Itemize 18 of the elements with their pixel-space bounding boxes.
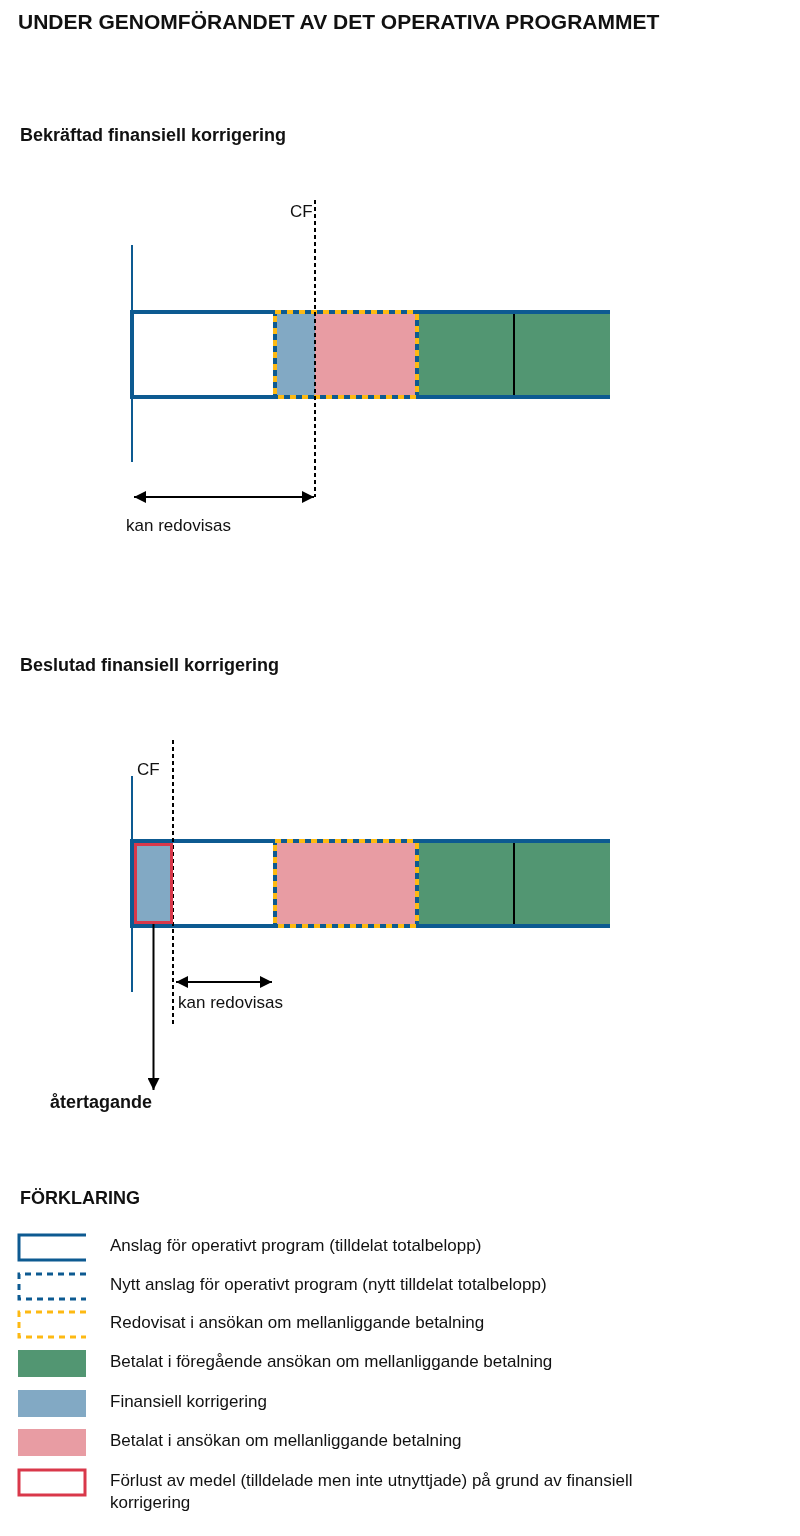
legend-text: Redovisat i ansökan om mellanliggande betalning: [110, 1312, 486, 1334]
cutoff-label: CF: [137, 760, 160, 780]
section-heading: Beslutad finansiell korrigering: [20, 655, 280, 676]
cutoff-label: CF: [290, 202, 313, 222]
legend-text: Anslag för operativt program (tilldelat totalbelopp): [110, 1235, 483, 1257]
correction-segment: [134, 843, 173, 924]
node-label: återtagande: [50, 1092, 153, 1113]
legend-text: Betalat i föregående ansökan om mellanliggande betalning: [110, 1351, 554, 1373]
legend-text: Förlust av medel (tilldelade men inte utnyttjade) på grund av finansiell korrigering: [110, 1470, 634, 1515]
dimension-label: kan redovisas: [178, 993, 283, 1013]
arrow: [147, 923, 160, 1091]
dimension-label: kan redovisas: [126, 516, 231, 536]
legend-heading: FÖRKLARING: [20, 1188, 140, 1209]
legend-text: Nytt anslag för operativt program (nytt tilldelat totalbelopp): [110, 1274, 548, 1296]
legend-text: Finansiell korrigering: [110, 1391, 268, 1413]
section-heading: Bekräftad finansiell korrigering: [20, 125, 287, 146]
diagram-title: UNDER GENOMFÖRANDET AV DET OPERATIVA PROGRAMMET: [18, 10, 660, 35]
legend-text: Betalat i ansökan om mellanliggande betalning: [110, 1430, 463, 1452]
